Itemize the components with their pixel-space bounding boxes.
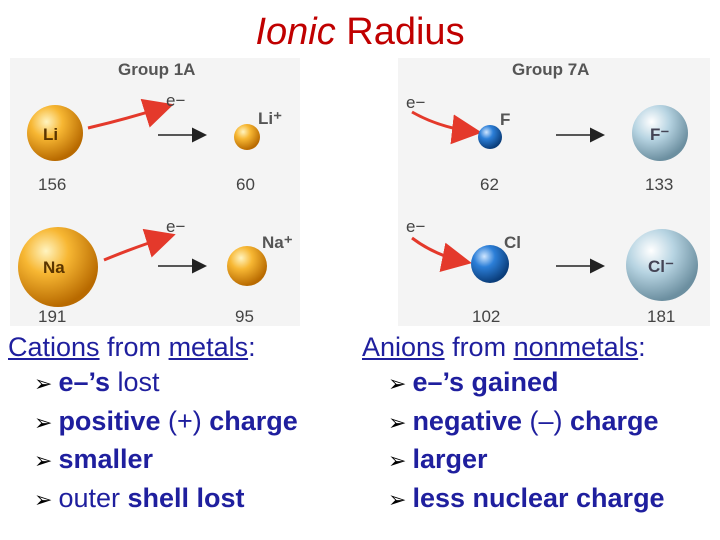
li-electron-arrow [87,98,174,130]
anions-nonmetals: nonmetals [513,332,639,362]
bullet-text: e–’s [58,367,118,397]
cl-ion-label: Cl⁻ [648,257,674,276]
anions-heading: Anions from nonmetals: [362,330,665,364]
bullet-arrow-icon: ➢ [34,448,53,473]
f-ion-label: F⁻ [650,125,669,144]
anions-column: Anions from nonmetals: ➢e–’s gained ➢neg… [362,330,665,518]
page-title: Ionic Radius [0,10,720,54]
anions-list: ➢e–’s gained ➢negative (–) charge ➢large… [388,364,665,518]
li-atom-radius: 156 [38,175,66,194]
f-electron-label: e− [406,93,425,112]
bullet-arrow-icon: ➢ [388,486,407,512]
na-ion-sphere [227,246,267,286]
list-item: ➢smaller [34,441,298,480]
cations-word: Cations [8,332,100,362]
title-rest: Radius [335,11,465,53]
f-atom-label: F [500,110,510,129]
bullet-text: positive [58,405,168,436]
bullet-text: e–’s gained [412,367,559,397]
cations-from: from [99,332,169,362]
li-electron-label: e− [166,91,185,110]
anions-word: Anions [362,332,445,362]
li-ion-sphere [234,124,260,150]
cl-electron-label: e− [406,217,425,236]
f-atom-sphere [478,125,502,149]
list-item: ➢positive (+) charge [34,403,298,442]
bullet-arrow-icon: ➢ [34,409,53,435]
cl-atom-sphere [471,245,509,283]
na-atom-radius: 191 [38,307,66,326]
bullet-text: shell lost [127,482,245,513]
group-7a-label: Group 7A [512,60,589,79]
bullet-text: (+) [167,405,202,436]
bullet-arrow-icon: ➢ [34,486,53,512]
na-electron-arrow [103,228,176,262]
list-item: ➢less nuclear charge [388,480,665,519]
f-electron-arrow [411,110,482,145]
bullet-arrow-icon: ➢ [388,409,407,435]
group-1a-label: Group 1A [118,60,195,79]
li-atom-label: Li [43,125,58,144]
list-item: ➢outer shell lost [34,480,298,519]
li-ion-label: Li⁺ [258,109,282,128]
bullet-text: charge [562,405,659,436]
bullet-text: outer [58,482,128,513]
bullet-text: (–) [529,405,563,436]
list-item: ➢negative (–) charge [388,403,665,442]
list-item: ➢e–’s gained [388,364,665,403]
list-item: ➢larger [388,441,665,480]
bullet-text: lost [117,367,160,397]
cl-atom-radius: 102 [472,307,500,326]
na-ion-radius: 95 [235,307,254,326]
f-ion-radius: 133 [645,175,673,194]
na-atom-label: Na [43,258,65,277]
cl-ion-radius: 181 [647,307,675,326]
bullet-text: charge [201,405,298,436]
cations-metals: metals [168,332,249,362]
bullet-text: smaller [58,444,154,474]
list-item: ➢e–’s lost [34,364,298,403]
f-ion-sphere [632,105,688,161]
cations-colon: : [248,332,256,362]
bullet-arrow-icon: ➢ [388,371,407,396]
bullet-text: negative [412,405,530,436]
na-ion-label: Na⁺ [262,233,293,252]
bullet-arrow-icon: ➢ [388,448,407,473]
f-atom-radius: 62 [480,175,499,194]
na-atom-sphere [18,227,98,307]
li-atom-sphere [27,105,83,161]
ionic-radius-diagram: Group 1A Group 7A Li e− Li⁺ 156 60 Na e−… [10,58,710,326]
bullet-text: less nuclear charge [412,482,665,513]
bullet-text: larger [412,444,488,474]
cl-atom-label: Cl [504,233,521,252]
cl-electron-arrow [411,236,472,272]
anions-from: from [444,332,514,362]
bullet-arrow-icon: ➢ [34,371,53,396]
title-italic: Ionic [255,11,336,53]
cations-column: Cations from metals: ➢e–’s lost ➢positiv… [8,330,298,518]
na-electron-label: e− [166,217,185,236]
cations-list: ➢e–’s lost ➢positive (+) charge ➢smaller… [34,364,298,518]
cl-ion-sphere [626,229,698,301]
cations-heading: Cations from metals: [8,330,298,364]
anions-colon: : [638,332,646,362]
li-ion-radius: 60 [236,175,255,194]
